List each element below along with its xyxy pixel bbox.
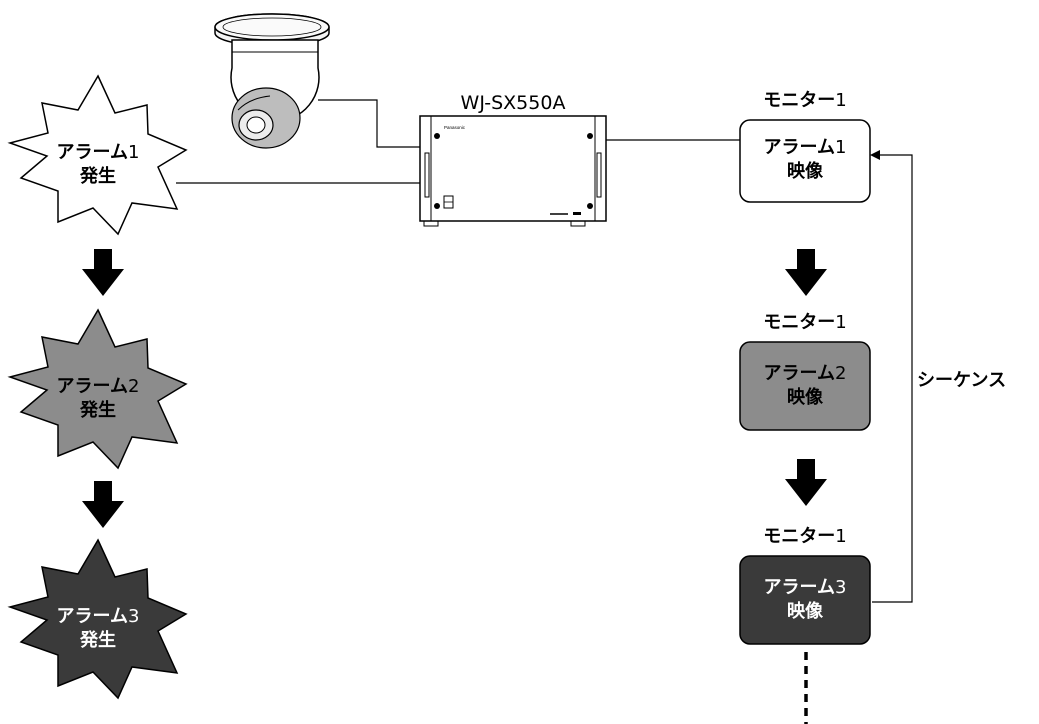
alarm-label: アラーム — [56, 142, 128, 163]
monitor-title-1: モニター1 — [763, 90, 847, 111]
device-model-label: WJ-SX550A — [460, 92, 566, 114]
monitor-alarm-number: 2 — [835, 363, 847, 384]
monitor-text-3: アラーム3 映像 — [742, 576, 868, 624]
monitor-video-label: 映像 — [787, 387, 823, 408]
monitor-video-label: 映像 — [787, 161, 823, 182]
camera-cable — [318, 99, 420, 148]
monitor-alarm-number: 3 — [835, 577, 847, 598]
sequence-line — [872, 154, 913, 603]
monitor-title-3: モニター1 — [763, 526, 847, 547]
connection-lines — [176, 99, 913, 603]
down-arrow-icon — [82, 481, 124, 528]
monitor-alarm-number: 1 — [835, 137, 847, 158]
monitor-box-1 — [739, 119, 871, 203]
monitor-box-2 — [739, 341, 871, 431]
alarm-text-2: アラーム2 発生 — [33, 375, 163, 423]
monitor-text-2: アラーム2 映像 — [742, 362, 868, 410]
monitor-text-1: アラーム1 映像 — [742, 136, 868, 184]
monitor-video-label: 映像 — [787, 601, 823, 622]
alarm-status: 発生 — [80, 166, 116, 187]
alarm-label: アラーム — [56, 606, 128, 627]
sequence-label: シーケンス — [917, 370, 1007, 391]
alarm-number: 2 — [128, 376, 140, 397]
sequence-arrowhead-icon — [870, 150, 880, 160]
dome-camera-icon — [214, 13, 330, 149]
monitor-alarm-label: アラーム — [763, 577, 835, 598]
monitor-title-2: モニター1 — [763, 312, 847, 333]
down-arrow-icon — [785, 249, 827, 296]
alarm-status: 発生 — [80, 400, 116, 421]
alarm-number: 3 — [128, 606, 140, 627]
alarm-text-3: アラーム3 発生 — [33, 605, 163, 653]
recorder-unit-icon: Panasonic — [419, 115, 607, 227]
alarm-number: 1 — [128, 142, 140, 163]
alarm-label: アラーム — [56, 376, 128, 397]
monitor-box-3 — [739, 555, 871, 645]
device-brand: Panasonic — [444, 125, 466, 130]
monitor-alarm-label: アラーム — [763, 137, 835, 158]
alarm-text-1: アラーム1 発生 — [33, 141, 163, 189]
monitor-alarm-label: アラーム — [763, 363, 835, 384]
down-arrow-icon — [785, 459, 827, 506]
alarm-status: 発生 — [80, 630, 116, 651]
down-arrow-icon — [82, 249, 124, 296]
